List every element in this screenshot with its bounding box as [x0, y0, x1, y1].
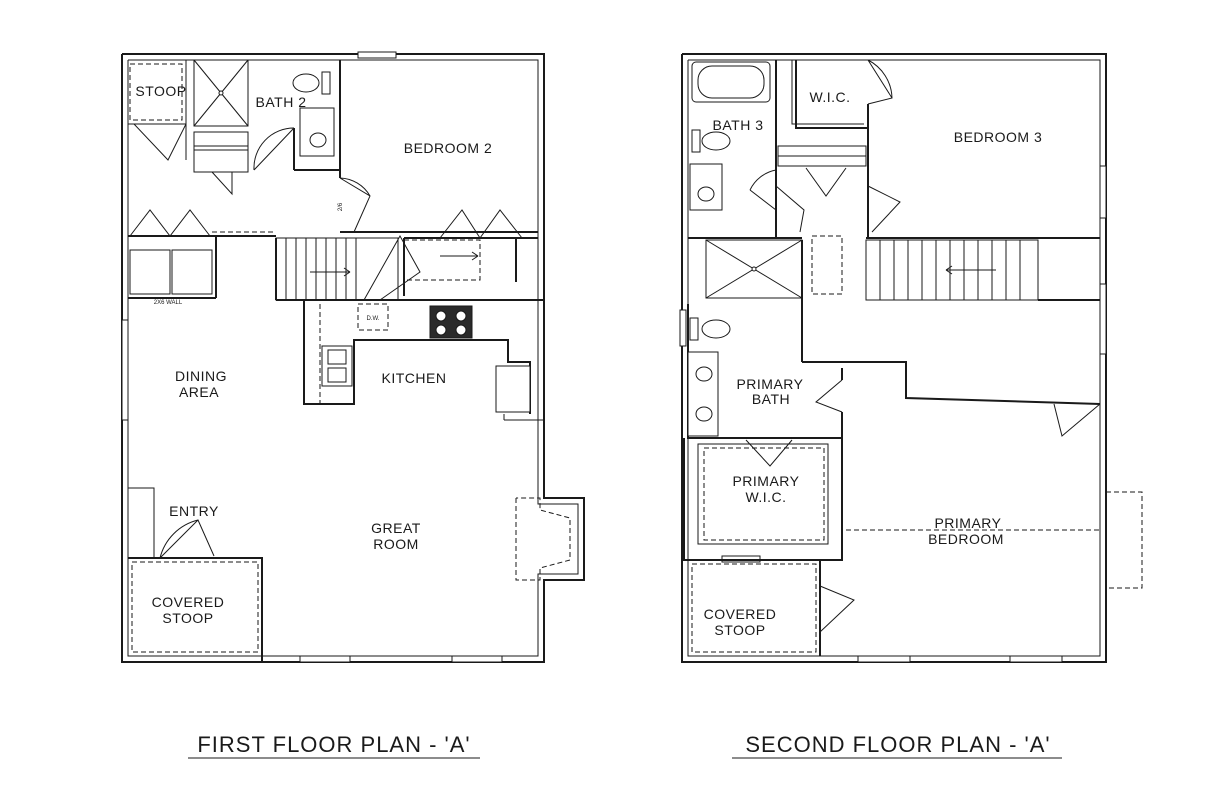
- room-label: PRIMARY: [732, 473, 799, 489]
- second-floor-plan: W.I.C. BATH 3 BEDROOM 3 PRIMARY BATH PRI…: [679, 53, 1143, 759]
- window: [679, 309, 687, 347]
- second-floor-title: SECOND FLOOR PLAN - 'A': [745, 732, 1050, 757]
- room-label: PRIMARY: [736, 376, 803, 392]
- bay-outline: [1105, 491, 1143, 589]
- washer: [129, 249, 171, 295]
- room-label: W.I.C.: [809, 89, 850, 105]
- room-label: KITCHEN: [382, 370, 447, 386]
- room-label: BATH 2: [256, 94, 307, 110]
- window: [299, 655, 351, 663]
- window: [1099, 283, 1107, 355]
- room-label: BEDROOM 3: [954, 129, 1043, 145]
- first-floor-plan: STOOP BATH 2 BEDROOM 2 DINING AREA KITCH…: [121, 51, 585, 759]
- second-floor-exterior-wall: [681, 53, 1107, 663]
- attic-access: [811, 235, 843, 295]
- sink: [299, 107, 335, 157]
- room-label: BEDROOM: [928, 531, 1004, 547]
- room-label: AREA: [179, 384, 219, 400]
- stoop-outline: [129, 63, 183, 121]
- window: [357, 51, 397, 59]
- first-floor-title: FIRST FLOOR PLAN - 'A': [197, 732, 470, 757]
- room-label: STOOP: [162, 610, 213, 626]
- closet-doors: [129, 209, 211, 237]
- room-label: W.I.C.: [745, 489, 786, 505]
- stairs: [285, 238, 357, 300]
- dryer: [171, 249, 213, 295]
- window: [121, 319, 129, 421]
- coat-closet: [127, 487, 155, 559]
- room-label: BEDROOM 2: [404, 140, 493, 156]
- toilet: [701, 131, 731, 151]
- double-vanity: [687, 351, 719, 437]
- door-size-note: 2/6: [338, 202, 344, 211]
- room-label: COVERED: [704, 606, 777, 622]
- toilet: [701, 319, 731, 339]
- range: [429, 305, 473, 339]
- refrigerator: [495, 365, 531, 413]
- room-label: BATH 3: [713, 117, 764, 133]
- room-label: STOOP: [714, 622, 765, 638]
- toilet: [292, 73, 320, 93]
- window: [451, 655, 503, 663]
- room-label: BATH: [752, 391, 790, 407]
- window: [857, 655, 911, 663]
- room-label: GREAT: [371, 520, 421, 536]
- room-label: PRIMARY: [934, 515, 1001, 531]
- room-label: DINING: [175, 368, 227, 384]
- wall-note: 2X6 WALL: [154, 300, 183, 306]
- window: [1099, 165, 1107, 219]
- dishwasher: [357, 303, 389, 331]
- window: [1009, 655, 1063, 663]
- room-label: ROOM: [373, 536, 419, 552]
- room-label: ENTRY: [169, 503, 219, 519]
- room-label: STOOP: [135, 83, 186, 99]
- dishwasher-label: D.W.: [367, 316, 380, 322]
- fireplace: [515, 497, 571, 581]
- room-label: COVERED: [152, 594, 225, 610]
